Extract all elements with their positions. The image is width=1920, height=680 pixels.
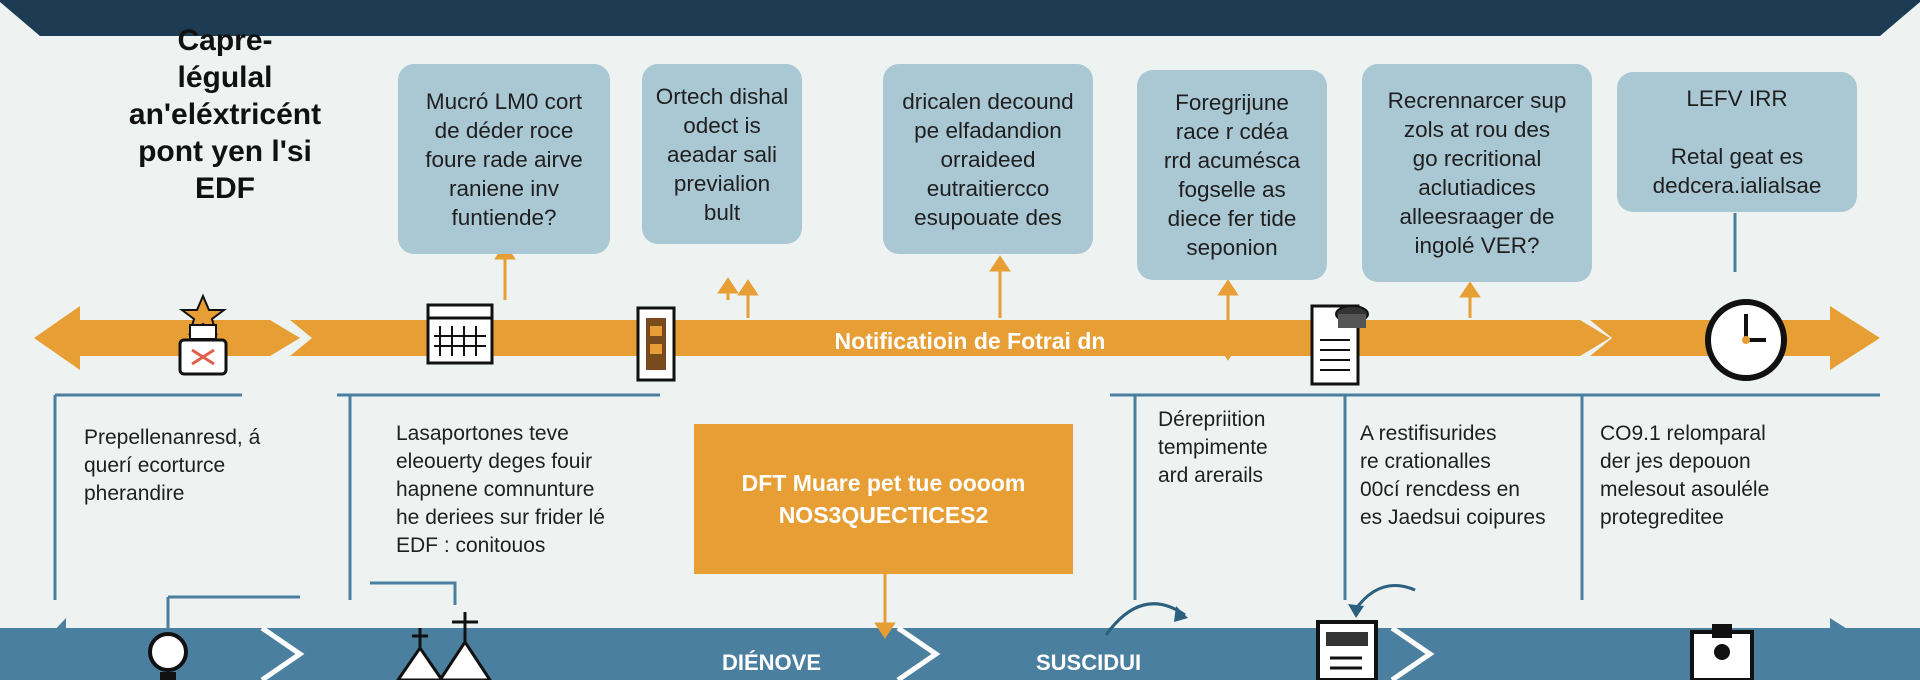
info-box-2: Ortech dishal odect is aeadar sali previ… xyxy=(642,64,802,244)
lower-text-4: A restifisurides re crationalles 00cí re… xyxy=(1360,422,1546,529)
star-trophy-icon xyxy=(178,293,228,376)
info-box-4: Foregrijune race r cdéa rrd acumésca fog… xyxy=(1137,70,1327,280)
info-box-1: Mucró LM0 cort de déder roce foure rade … xyxy=(398,64,610,254)
lower-text-1: Prepellenanresd, á querí ecorturce phera… xyxy=(84,426,261,505)
document-stamp-icon xyxy=(1310,304,1369,386)
monitor-icon xyxy=(1316,620,1378,680)
bottom-band-chevron-3 xyxy=(1390,625,1435,680)
center-highlight-box: DFT Muare pet tue oooom NOS3QUECTICES2 xyxy=(694,424,1073,574)
bottom-band xyxy=(0,628,1920,680)
bottom-label-2: SUSCIDUI xyxy=(1036,650,1142,675)
bottom-band-arrow-left xyxy=(36,618,66,680)
curved-arrow-icon-2 xyxy=(1353,584,1416,611)
bottom-band-arrow-right xyxy=(1830,618,1880,680)
lower-text-5: CO9.1 relomparal der jes depouon melesou… xyxy=(1600,422,1770,529)
lower-text-2: Lasaportones teve eleouerty deges fouir … xyxy=(396,422,605,557)
timeline-arrow-left-segment xyxy=(34,306,300,370)
left-title: Capre- légulal an'eléxtricént pont yen l… xyxy=(128,24,322,205)
info-box-5: Recrennarcer sup zols at rou des go recr… xyxy=(1362,64,1592,282)
lightbulb-icon xyxy=(148,632,188,680)
top-title-bar xyxy=(0,0,1920,36)
info-box-6: LEFV IRR Retal geat es dedcera.ialialsae xyxy=(1617,72,1857,212)
timeline-label: Notificatioin de Fotrai dn xyxy=(834,328,1106,354)
info-box-3: dricalen decound pe elfadandion orraidee… xyxy=(883,64,1093,254)
lower-text-3: Dérepriition tempimente ard arerails xyxy=(1158,408,1268,487)
clipboard-icon xyxy=(1690,624,1754,680)
film-icon xyxy=(636,306,676,382)
clock-icon xyxy=(1705,299,1787,381)
people-icon xyxy=(396,612,492,680)
bottom-band-chevron-2 xyxy=(896,625,941,680)
bottom-label-1: DIÉNOVE xyxy=(722,650,822,675)
calendar-icon xyxy=(426,303,494,365)
bottom-band-chevron-1 xyxy=(260,625,305,680)
timeline-arrow-main xyxy=(290,320,1610,356)
